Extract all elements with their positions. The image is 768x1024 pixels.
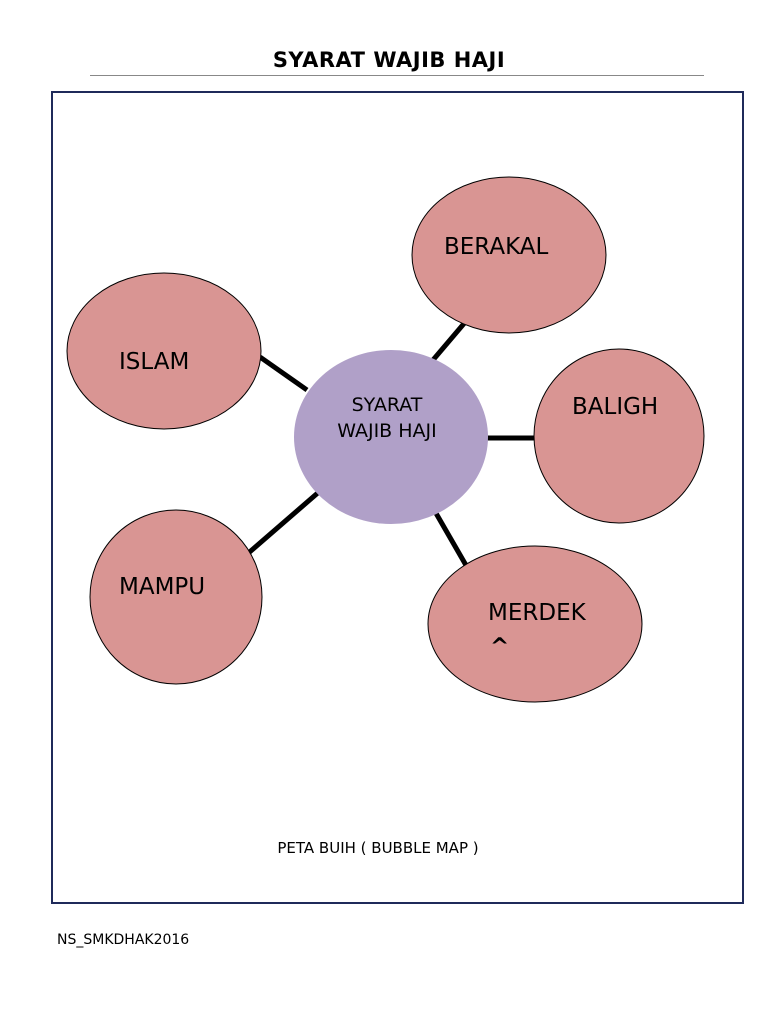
connector-islam	[258, 354, 309, 393]
bubble-label-berakal: BERAKAL	[444, 234, 549, 260]
bubble-berakal	[411, 176, 607, 334]
bubble-islam	[66, 272, 262, 430]
center-label-line2: WAJIB HAJI	[337, 420, 437, 442]
bubble-label-merdeka: MERDEK	[488, 600, 587, 626]
bubble-mampu	[89, 509, 263, 685]
bubble-label-baligh: BALIGH	[572, 394, 658, 420]
bubble-merdeka	[427, 545, 643, 703]
title-underline	[90, 75, 704, 76]
connector-mampu	[243, 489, 322, 558]
diagram-frame	[51, 91, 744, 904]
center-label-line1: SYARAT	[352, 394, 423, 416]
map-caption: PETA BUIH ( BUBBLE MAP )	[277, 839, 479, 857]
bubble-label-merdeka-caret: ^	[490, 634, 509, 660]
bubble-baligh	[533, 348, 705, 524]
center-bubble	[294, 350, 488, 524]
footer-code: NS_SMKDHAK2016	[57, 932, 190, 948]
connector-merdeka	[430, 506, 470, 569]
connector-berakal	[431, 318, 469, 362]
connector-group	[243, 318, 535, 569]
bubble-label-islam: ISLAM	[119, 349, 189, 375]
page-title: SYARAT WAJIB HAJI	[272, 48, 506, 72]
bubble-label-mampu: MAMPU	[119, 574, 205, 600]
